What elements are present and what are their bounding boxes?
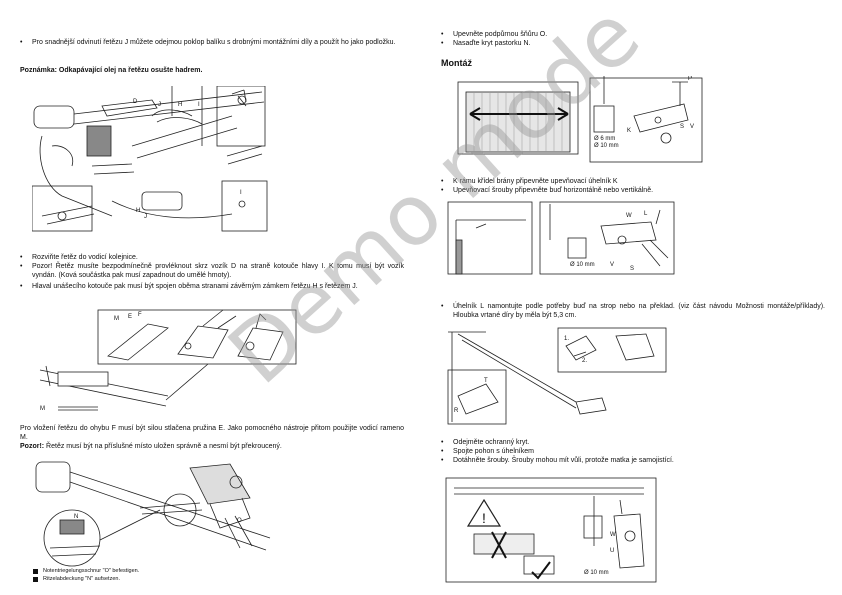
svg-text:!: ! [482,510,486,526]
right-bullet-4: Upevňovací šrouby připevněte buď horizon… [441,186,653,195]
left-bullet-4: Hlaval unášecího kotouče pak musí být sp… [20,282,404,291]
fig6-label-one: 1. [564,336,569,342]
warning-label: Pozor!: [20,443,45,450]
fig5-label-v: V [610,262,614,268]
left-bullet-1: Pro snadnější odvinutí řetězu J můžete o… [20,38,404,47]
fig1-label-h: H [178,102,182,108]
fig1-label-d: D [133,99,138,105]
fig2-label-m2: M [40,406,45,412]
fig2-label-f: F [138,312,142,318]
left-note: Poznámka: Odkapávající olej na řetězu os… [20,67,203,74]
fig2-label-m: M [114,316,119,322]
fig7-label-w: W [610,532,616,538]
legend-item-2: Ritzelabdeckung "N" aufsetzen. [33,576,120,583]
section-heading-montaz: Montáž [441,58,472,68]
fig7-label-u: U [610,548,614,554]
fig3-label-o: O [237,518,242,524]
fig1-label-j2: J [144,214,147,220]
fig5-label-l: L [644,211,648,217]
right-bullet-7: Spojte pohon s úhelníkem [441,447,534,456]
fig1-label-h2: H [136,208,140,214]
operator-attach-figure: ! W U Ø 10 mm [445,477,657,583]
left-bullet-3: Pozor! Řetěz musíte bezpodmínečně provlé… [20,262,404,280]
bracket-mount-figure: W L V S Ø 10 mm [447,201,675,275]
right-bullet-2: Nasaďte kryt pastorku N. [441,39,530,48]
warning-text: Řetěz musí být na příslušné místo uložen… [44,443,282,450]
fig4-label-d1: Ø 6 mm [594,136,615,142]
fig5-label-w: W [626,213,632,219]
pinion-cover-figure: N O [35,461,271,567]
right-bullet-3: K rámu křídel brány připevněte upevňovac… [441,177,618,186]
left-paragraph-2: Pozor!: Řetěz musí být na příslušné míst… [20,442,404,451]
fig4-label-k: K [627,128,631,134]
left-paragraph-1: Pro vložení řetězu do ohybu F musí být s… [20,425,404,441]
fig4-label-d2: Ø 10 mm [594,143,619,149]
fig5-label-d: Ø 10 mm [570,262,595,268]
fig6-label-r: R [454,408,459,414]
fig1-label-i: I [198,102,200,108]
fig4-label-p: P [688,76,692,82]
fig7-label-d: Ø 10 mm [584,570,609,576]
left-bullet-2: Rozviňte řetěz do vodicí kolejnice. [20,253,404,262]
chain-threading-figure: D J H I J H I [32,86,268,232]
right-bullet-1: Upevněte podpůrnou šňůru O. [441,30,547,39]
right-bullet-6: Odejměte ochranný kryt. [441,438,529,447]
fig1-label-i2: I [240,190,242,196]
fig4-label-v: V [690,124,694,130]
spring-compression-figure: M E F M [39,309,297,412]
fig1-label-j: J [158,102,161,108]
fig4-label-s: S [680,124,684,130]
fig6-label-two: 2. [582,358,587,364]
fig6-label-t: T [484,378,488,384]
lintel-mount-figure: T R 1. 2. [447,327,667,425]
fig5-label-s: S [630,266,634,272]
gate-frame-figure: P K S V Ø 6 mm Ø 10 mm [457,76,703,163]
fig2-label-e: E [128,314,132,320]
fig3-label-n: N [74,514,78,520]
legend-item-1: Notentriegelungsschnur "O" befestigen. [33,568,139,575]
right-bullet-5: Úhelník L namontujte podle potřeby buď n… [441,302,825,320]
right-bullet-8: Dotáhněte šrouby. Šrouby mohou mít vůli,… [441,456,825,465]
